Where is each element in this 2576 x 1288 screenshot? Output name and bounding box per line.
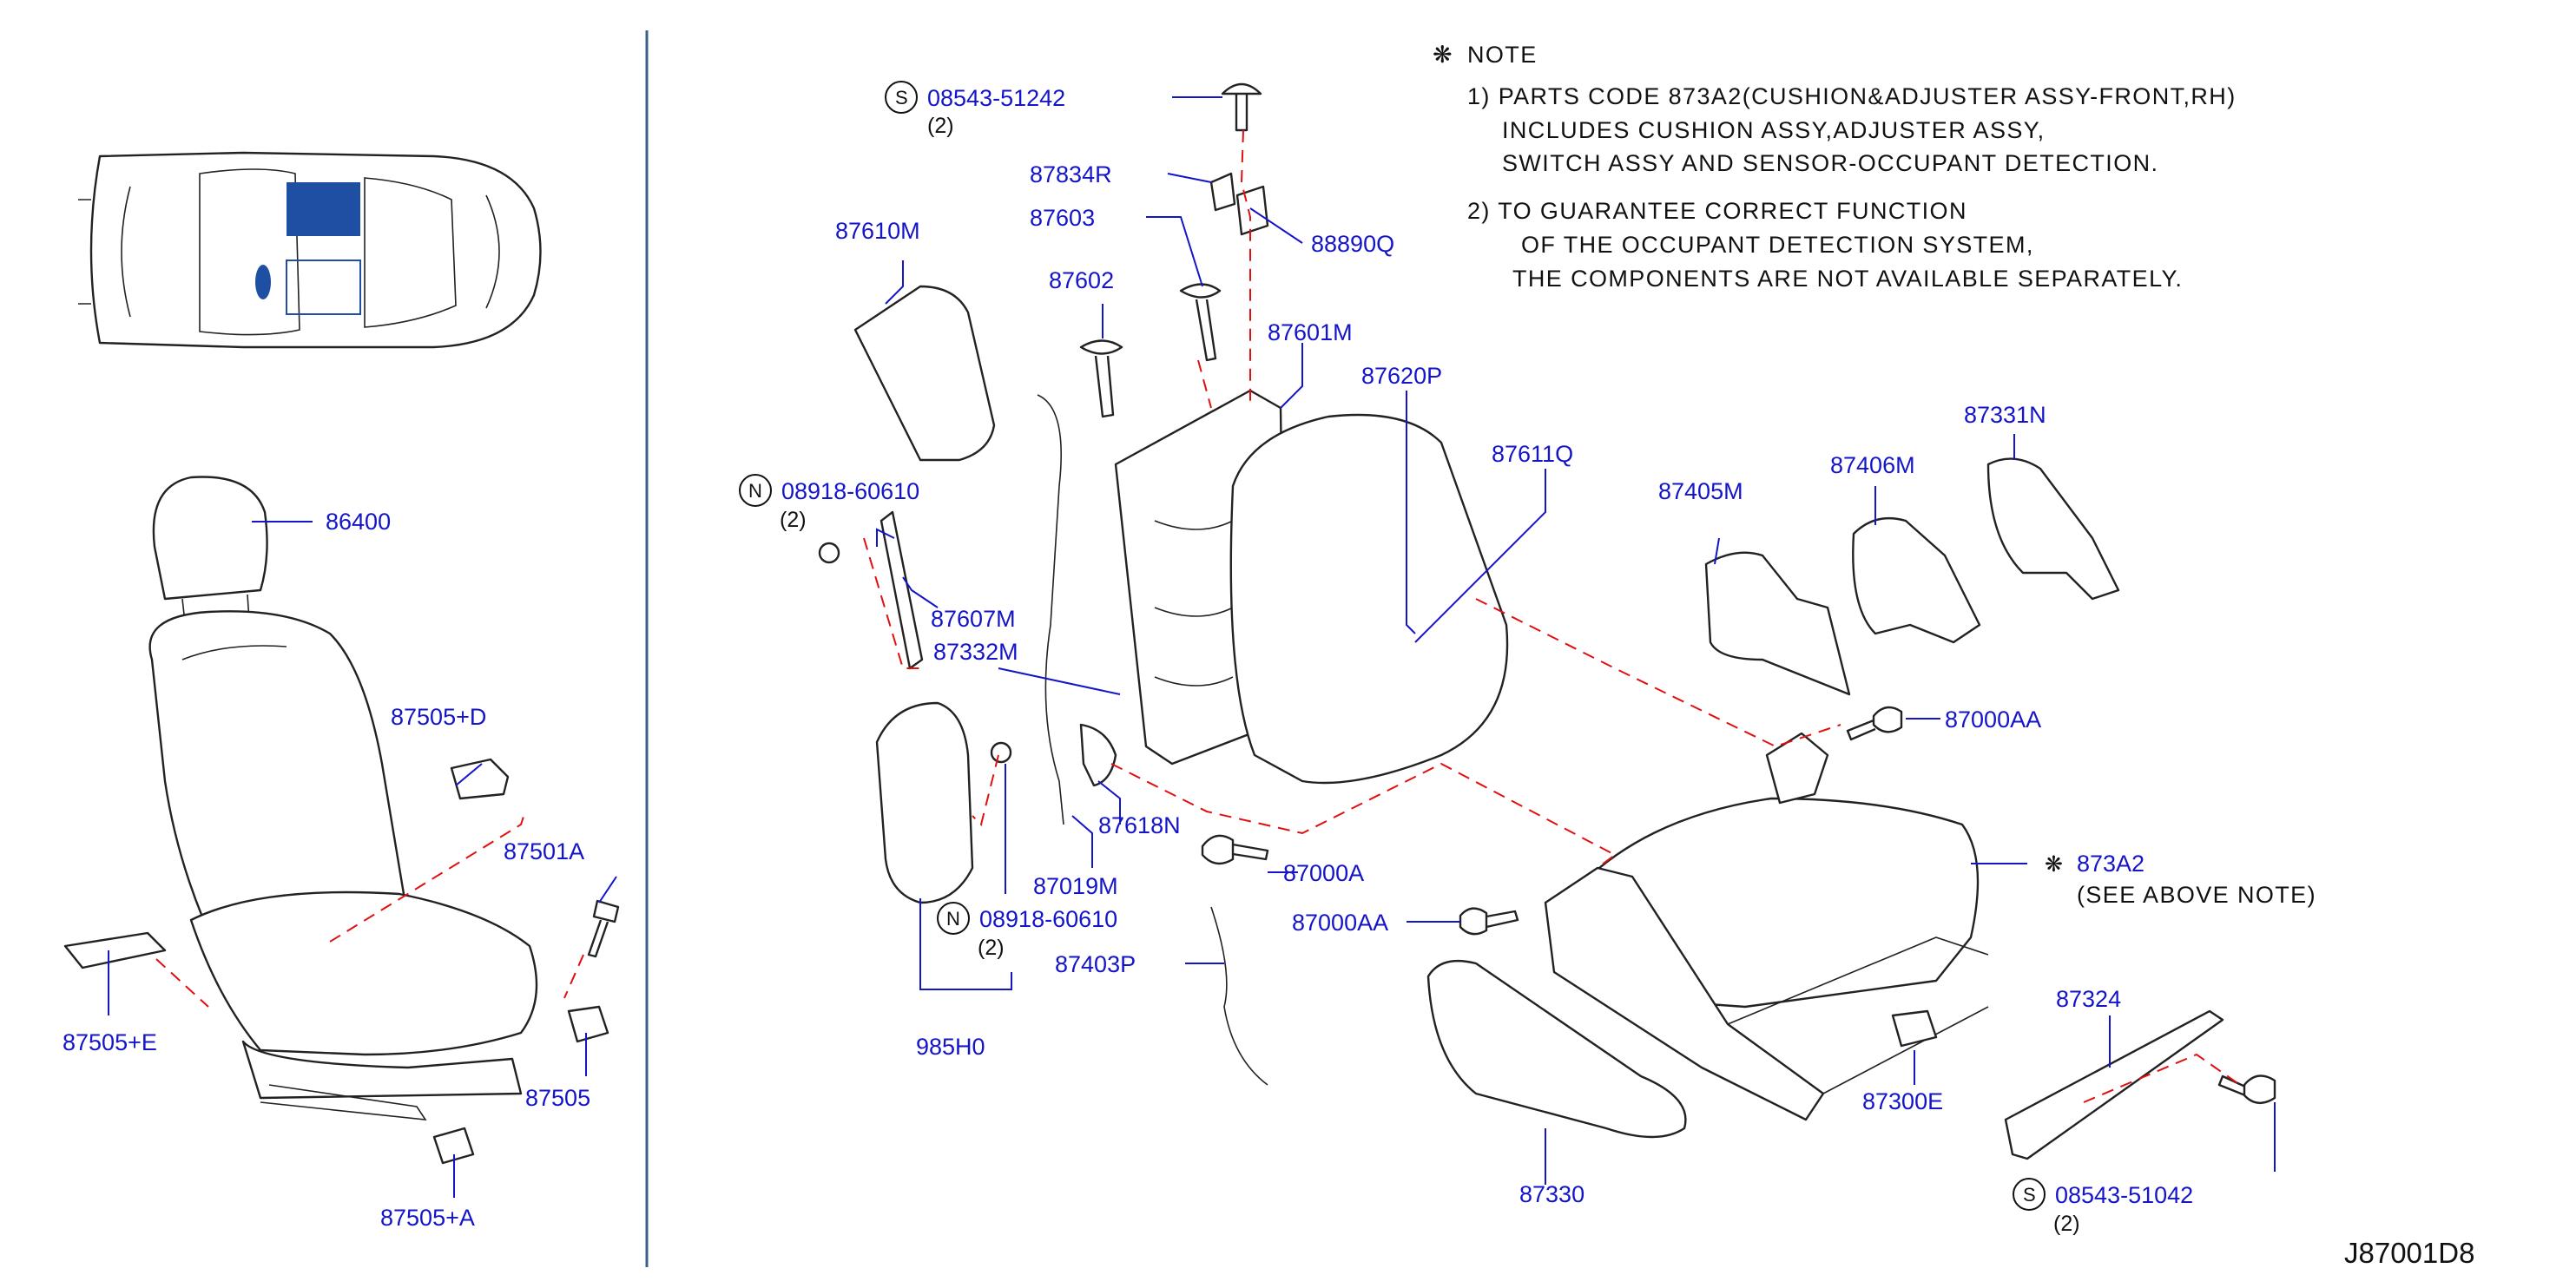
label-86400[interactable]: 86400 [326,509,391,535]
car-seat-outline-lh [286,260,361,315]
bolt-87000a-shape [1201,834,1269,865]
note-heading: NOTE [1467,42,1538,68]
label-985h0[interactable]: 985H0 [916,1034,985,1060]
cover-87406m-shape [1852,517,1981,644]
seat-assembly-illustration [148,476,538,1120]
svg-text:S: S [2023,1184,2036,1206]
label-87019m[interactable]: 87019M [1033,873,1118,899]
label-87000aa-upper[interactable]: 87000AA [1945,706,2041,733]
bolt-87000aa-upper-shape [1846,706,1903,741]
bracket-87607m-shape [880,510,924,670]
svg-text:N: N [946,908,960,930]
note-mark: ❋ [1433,42,1453,68]
label-87834r[interactable]: 87834R [1030,161,1112,187]
label-87406m[interactable]: 87406M [1830,452,1915,478]
note-line-4: 2) TO GUARANTEE CORRECT FUNCTION [1467,198,1967,224]
screw-symbol-top: S [885,81,918,114]
screw-symbol-bottom: S [2013,1178,2046,1211]
cover-87834r-shape [1209,172,1236,212]
label-08543-51042[interactable]: 08543-51042 [2055,1182,2193,1208]
diagram-code: J87001D8 [2344,1237,2474,1269]
bracket-87505-e-shape [63,931,167,969]
label-87620p[interactable]: 87620P [1361,363,1442,389]
label-87611q[interactable]: 87611Q [1492,441,1573,467]
nut-symbol-top: N [739,474,772,507]
guide-87602-shape [1079,339,1123,418]
guide-87603-shape [1179,283,1222,362]
label-08918-60610-a[interactable]: 08918-60610 [781,478,919,504]
bracket-87505-shape [567,1005,609,1043]
label-88890q[interactable]: 88890Q [1311,231,1394,257]
label-87000a[interactable]: 87000A [1283,860,1364,886]
label-87602[interactable]: 87602 [1049,267,1114,293]
label-87332m[interactable]: 87332M [933,639,1018,665]
svg-text:S: S [895,87,908,108]
label-873a2[interactable]: 873A2 [2077,851,2144,877]
qty-08918-60610-b: (2) [978,936,1005,960]
assembly-dashed-lines [155,129,2241,1103]
note-mark-873a2: ❋ [2045,852,2063,877]
label-87403p[interactable]: 87403P [1055,951,1136,977]
car-seat-highlight-rh [287,182,360,236]
svg-text:N: N [748,480,762,502]
cover-87405m-shape [1704,551,1851,696]
label-87505-d[interactable]: 87505+D [391,704,486,730]
label-87618n[interactable]: 87618N [1098,812,1181,838]
label-08543-51242[interactable]: 08543-51242 [927,85,1065,111]
bracket-87505-a-shape [432,1127,475,1165]
headrest-87610m-shape [853,285,996,462]
cover-87618n-shape [1079,723,1117,787]
cable-87403p-shape [1210,906,1268,1086]
qty-08543-51242: (2) [927,114,954,138]
finisher-87330-shape [1426,960,1687,1139]
label-08918-60610-b[interactable]: 08918-60610 [979,906,1117,932]
note-line-2: INCLUDES CUSHION ASSY,ADJUSTER ASSY, [1502,117,2046,143]
seatback-cushion-87620p-shape [1229,413,1509,785]
label-87324[interactable]: 87324 [2056,986,2121,1012]
label-87505-e[interactable]: 87505+E [63,1029,157,1055]
bracket-87505-d-shape [450,758,510,800]
label-87405m[interactable]: 87405M [1658,478,1743,504]
label-87330[interactable]: 87330 [1519,1181,1584,1207]
clip-87300e-shape [1891,1009,1938,1048]
note-line-3: SWITCH ASSY AND SENSOR-OCCUPANT DETECTIO… [1502,150,2158,176]
airbag-985h0-shape [875,701,974,904]
label-87501a[interactable]: 87501A [504,838,584,864]
label-87000aa-lower[interactable]: 87000AA [1292,910,1388,936]
label-87331n[interactable]: 87331N [1964,402,2046,428]
label-87505-a[interactable]: 87505+A [380,1205,475,1231]
cover-87331n-shape [1986,457,2120,601]
label-87601m[interactable]: 87601M [1268,319,1353,345]
car-top-view [78,151,542,349]
screw-08543-51242-shape [1221,82,1262,132]
label-87505[interactable]: 87505 [525,1085,590,1111]
note-line-6: THE COMPONENTS ARE NOT AVAILABLE SEPARAT… [1512,266,2183,292]
label-87607m[interactable]: 87607M [931,606,1016,632]
cover-87324-shape [2004,1009,2224,1160]
nut-symbol-bottom: N [937,902,970,935]
bolt-87000aa-lower-shape [1459,907,1519,936]
qty-08918-60610-a: (2) [780,508,807,532]
bolt-87501a-shape [587,899,620,958]
screw-08543-51042-shape [2217,1074,2276,1104]
qty-08543-51042: (2) [2053,1212,2080,1236]
car-wheel-marker [255,265,271,299]
recliner-hinge-shape [1765,732,1829,805]
label-87603[interactable]: 87603 [1030,205,1095,231]
label-87610m[interactable]: 87610M [835,218,920,244]
note-line-5: OF THE OCCUPANT DETECTION SYSTEM, [1521,232,2034,258]
harness-87332m-shape [1037,394,1064,825]
note-line-1: 1) PARTS CODE 873A2(CUSHION&ADJUSTER ASS… [1467,83,2237,109]
label-87300e[interactable]: 87300E [1862,1088,1943,1114]
see-above-note: (SEE ABOVE NOTE) [2077,882,2316,908]
leader-lines [108,96,2276,1198]
